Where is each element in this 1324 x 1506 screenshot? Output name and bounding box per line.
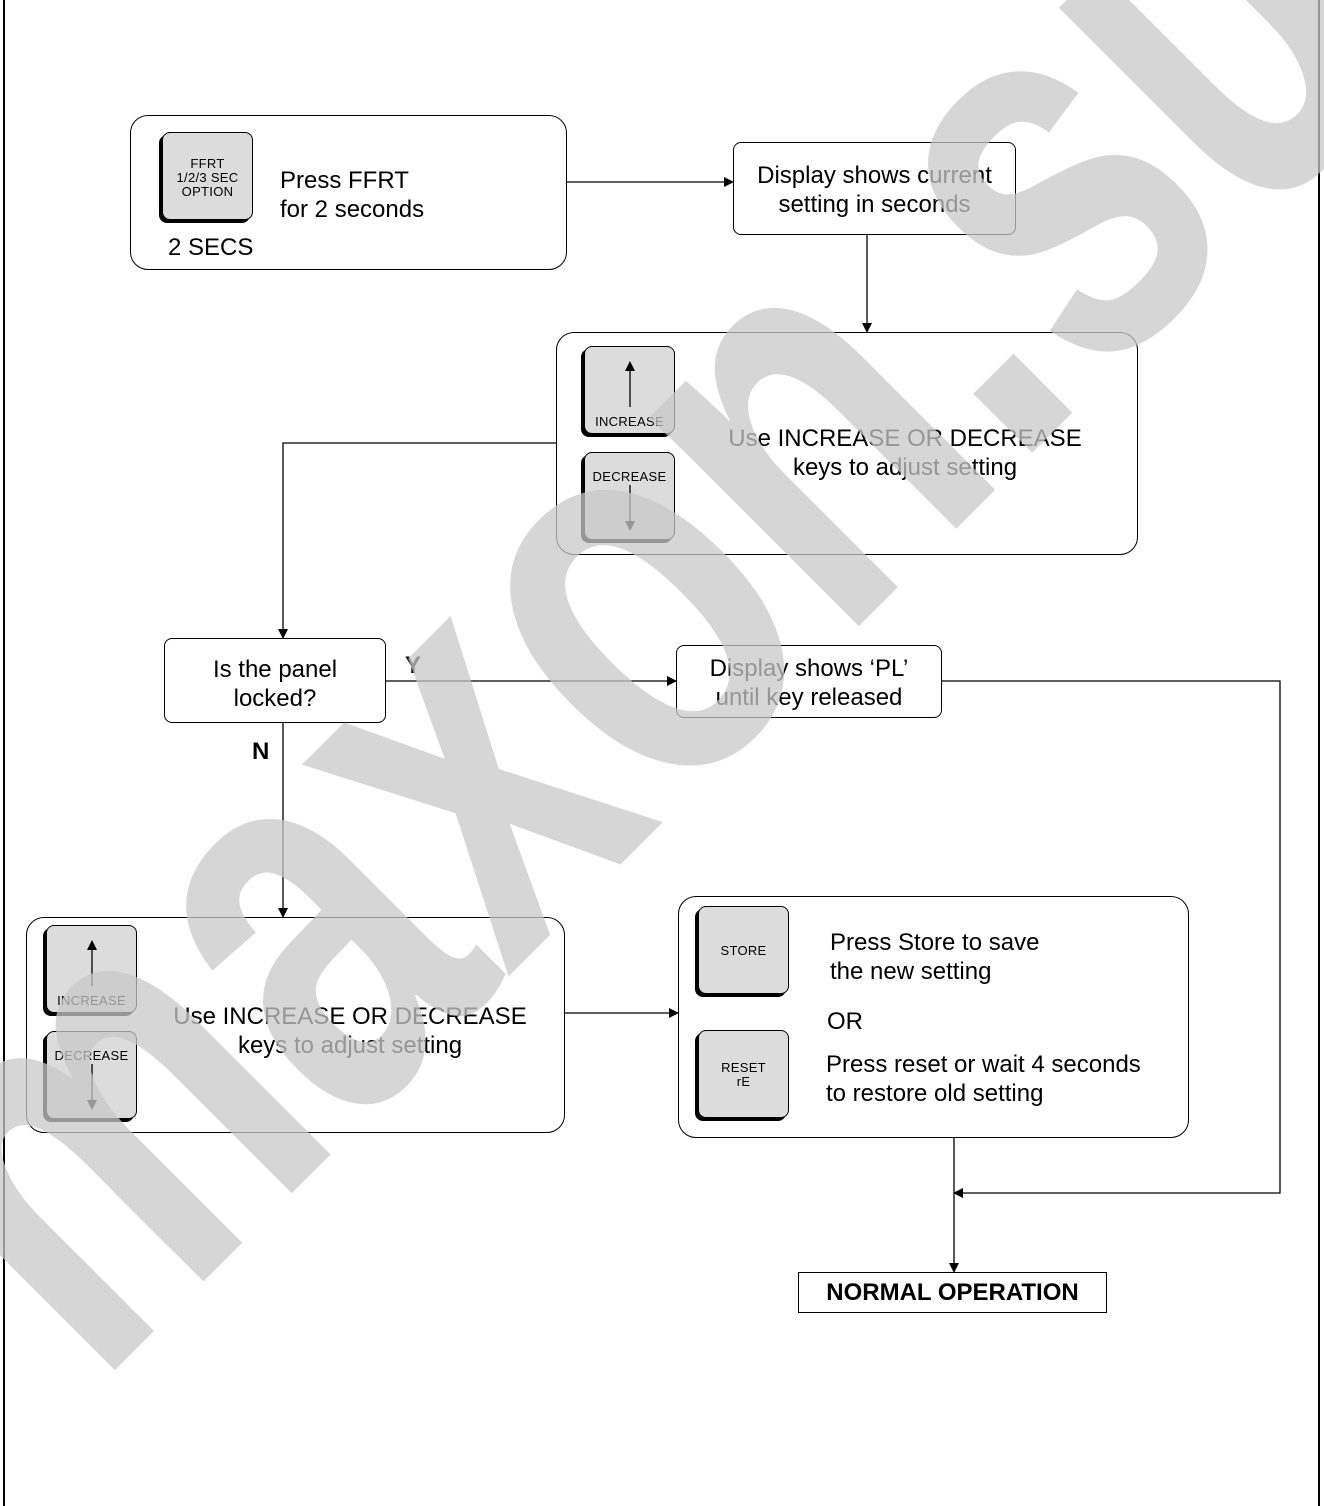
increase-key-bottom[interactable]: INCREASE: [46, 925, 137, 1013]
decision-no-label: N: [252, 738, 270, 765]
display-current-setting-box: [733, 142, 1016, 235]
decision-panel-locked-box: [164, 638, 386, 723]
reset-key[interactable]: RESET rE: [698, 1030, 789, 1118]
decision-yes-label: Y: [405, 652, 422, 679]
normal-operation-text: NORMAL OPERATION: [826, 1279, 1079, 1306]
arrow-up-icon: [87, 940, 97, 986]
ffrt-key-caption: 2 SECS: [168, 234, 254, 261]
reset-key-label: RESET rE: [721, 1060, 766, 1089]
decrease-key-top[interactable]: DECREASE: [584, 452, 675, 540]
decrease-key-bottom[interactable]: DECREASE: [46, 1031, 137, 1119]
adjust-setting-text-bottom: Use INCREASE OR DECREASE keys to adjust …: [173, 1003, 527, 1059]
increase-key-bottom-label: INCREASE: [57, 993, 126, 1008]
increase-key-top-label: INCREASE: [595, 414, 664, 429]
increase-key-top[interactable]: INCREASE: [584, 346, 675, 434]
ffrt-key[interactable]: FFRT 1/2/3 SEC OPTION: [162, 132, 253, 220]
decrease-key-bottom-label: DECREASE: [54, 1048, 129, 1063]
reset-instruction: Press reset or wait 4 seconds to restore…: [826, 1051, 1141, 1107]
ffrt-instruction: Press FFRT for 2 seconds: [280, 167, 425, 223]
store-key-label: STORE: [720, 943, 767, 958]
arrow-down-icon: [625, 485, 635, 531]
decrease-key-top-label: DECREASE: [592, 469, 667, 484]
decision-panel-locked-text: Is the panel locked?: [212, 656, 338, 712]
or-text: OR: [827, 1008, 863, 1035]
frame-right-border: [1318, 0, 1320, 1506]
adjust-setting-text-top: Use INCREASE OR DECREASE keys to adjust …: [728, 425, 1082, 481]
display-pl-box: [676, 645, 942, 718]
ffrt-key-label: FFRT 1/2/3 SEC OPTION: [176, 156, 239, 199]
normal-operation-box: [798, 1272, 1107, 1313]
display-current-setting-text: Display shows current setting in seconds: [757, 162, 992, 218]
store-key[interactable]: STORE: [698, 906, 789, 994]
store-instruction: Press Store to save the new setting: [830, 929, 1040, 985]
display-pl-text: Display shows ‘PL’ until key released: [709, 655, 909, 711]
arrow-up-icon: [625, 361, 635, 407]
arrow-pl-return: [941, 680, 1281, 1198]
arrow-down-icon: [87, 1064, 97, 1110]
frame-left-border: [3, 0, 5, 1506]
arrow-adjust-to-decision: [278, 442, 557, 639]
